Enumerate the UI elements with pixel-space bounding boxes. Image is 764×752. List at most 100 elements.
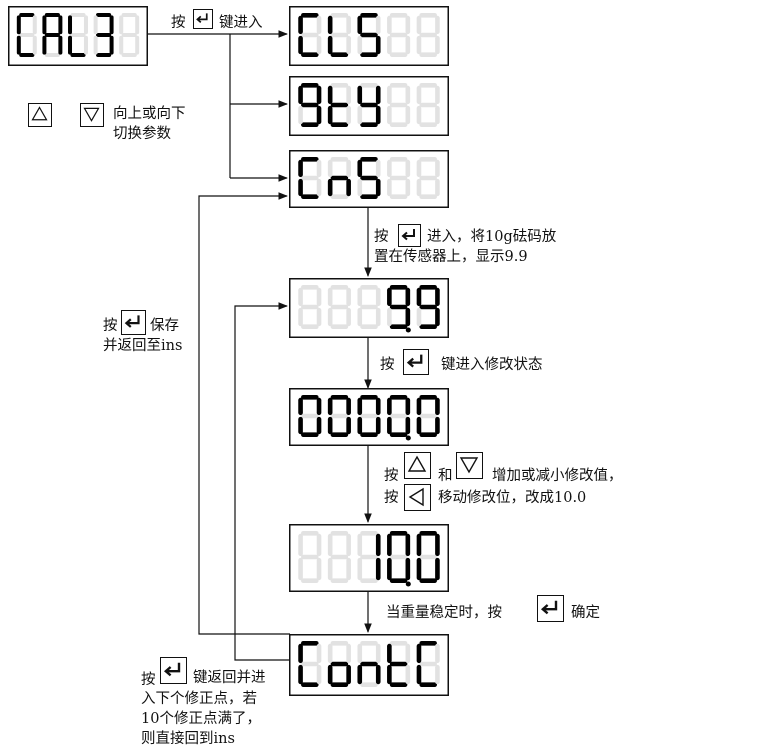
label-press-3: 按 xyxy=(380,357,395,373)
lcd-digit xyxy=(357,83,381,127)
segment-c xyxy=(435,664,440,685)
segment-b xyxy=(375,533,381,557)
lcd-digit xyxy=(387,531,411,587)
lcd-digit xyxy=(298,531,322,583)
segment-d xyxy=(360,194,378,199)
segment-c xyxy=(58,35,63,55)
left-triangle-key-icon xyxy=(404,484,431,511)
segment-a xyxy=(44,13,60,17)
segment-g xyxy=(419,102,437,108)
lcd-digit xyxy=(416,13,440,57)
segment-b xyxy=(375,15,381,35)
segment-a xyxy=(360,157,378,162)
lcd-digit xyxy=(327,157,351,199)
segment-c xyxy=(435,105,440,125)
segment-g xyxy=(360,175,378,181)
lcd-digit xyxy=(357,285,381,329)
lcd-digit xyxy=(327,13,351,57)
lcd-digit xyxy=(298,83,322,127)
decimal-point xyxy=(405,435,411,441)
lcd-digit xyxy=(42,13,63,57)
display-9-9 xyxy=(289,278,449,338)
segment-f xyxy=(298,85,303,105)
segment-c xyxy=(316,35,322,55)
segment-c xyxy=(405,557,411,581)
segment-c xyxy=(375,557,381,581)
lcd-digit xyxy=(93,13,114,57)
segment-d xyxy=(44,53,60,57)
segment-e xyxy=(387,105,392,125)
segment-f xyxy=(387,397,392,416)
segment-f xyxy=(387,287,392,307)
segment-e xyxy=(298,307,303,327)
label-back-4: 则直接回到ins xyxy=(141,731,235,747)
segment-d xyxy=(389,432,408,437)
segment-a xyxy=(96,13,112,17)
segment-f xyxy=(298,643,303,664)
segment-f xyxy=(16,15,21,35)
segment-e xyxy=(416,105,422,125)
label-and: 和 xyxy=(438,468,453,484)
segment-c xyxy=(316,178,322,197)
segment-a xyxy=(301,83,319,88)
lcd-digit xyxy=(327,83,351,127)
segment-e xyxy=(68,35,73,55)
segment-g xyxy=(389,175,408,181)
segment-g xyxy=(419,175,437,181)
segment-f xyxy=(298,397,303,416)
decimal-point xyxy=(405,581,411,587)
lcd-digit xyxy=(387,157,411,199)
lcd-digit xyxy=(298,641,322,687)
segment-g xyxy=(301,413,319,419)
segment-a xyxy=(389,285,408,290)
segment-g xyxy=(360,661,378,667)
segment-g xyxy=(70,33,86,37)
lcd-digit xyxy=(327,531,351,583)
lcd-digit xyxy=(357,641,381,687)
segment-e xyxy=(298,664,303,685)
segment-f xyxy=(68,15,73,35)
segment-e xyxy=(387,664,392,685)
lcd-digit xyxy=(327,285,351,329)
segment-b xyxy=(316,643,322,664)
segment-c xyxy=(435,416,440,435)
segment-g xyxy=(389,661,408,667)
segment-a xyxy=(330,395,349,400)
segment-c xyxy=(316,105,322,125)
segment-b xyxy=(375,643,381,664)
segment-a xyxy=(389,531,408,536)
segment-b xyxy=(435,85,440,105)
segment-e xyxy=(387,557,392,581)
segment-d xyxy=(360,52,378,57)
segment-b xyxy=(346,397,351,416)
segment-c xyxy=(375,307,381,327)
segment-e xyxy=(93,35,98,55)
label-back-2: 入下个修正点，若 xyxy=(141,691,257,707)
lcd-digit xyxy=(119,13,140,57)
segment-a xyxy=(419,395,437,400)
segment-b xyxy=(435,15,440,35)
segment-a xyxy=(360,83,378,88)
segment-c xyxy=(405,416,411,435)
lcd-digit xyxy=(357,395,381,437)
segment-c xyxy=(316,557,322,581)
down-triangle-key-icon xyxy=(456,452,483,479)
lcd-digit xyxy=(387,395,411,441)
segment-c xyxy=(435,307,440,327)
segment-f xyxy=(327,397,333,416)
lcd-digit xyxy=(416,83,440,127)
enter-key-icon xyxy=(537,595,564,622)
decimal-point xyxy=(405,327,411,333)
segment-b xyxy=(405,85,411,105)
segment-a xyxy=(330,641,349,646)
segment-f xyxy=(416,397,422,416)
lcd-digit xyxy=(68,13,88,57)
segment-e xyxy=(357,557,363,581)
segment-b xyxy=(405,397,411,416)
segment-d xyxy=(330,324,349,329)
segment-g xyxy=(301,175,319,181)
display-10-0 xyxy=(289,524,449,592)
segment-c xyxy=(135,35,140,55)
segment-c xyxy=(435,35,440,55)
segment-e xyxy=(298,105,303,125)
